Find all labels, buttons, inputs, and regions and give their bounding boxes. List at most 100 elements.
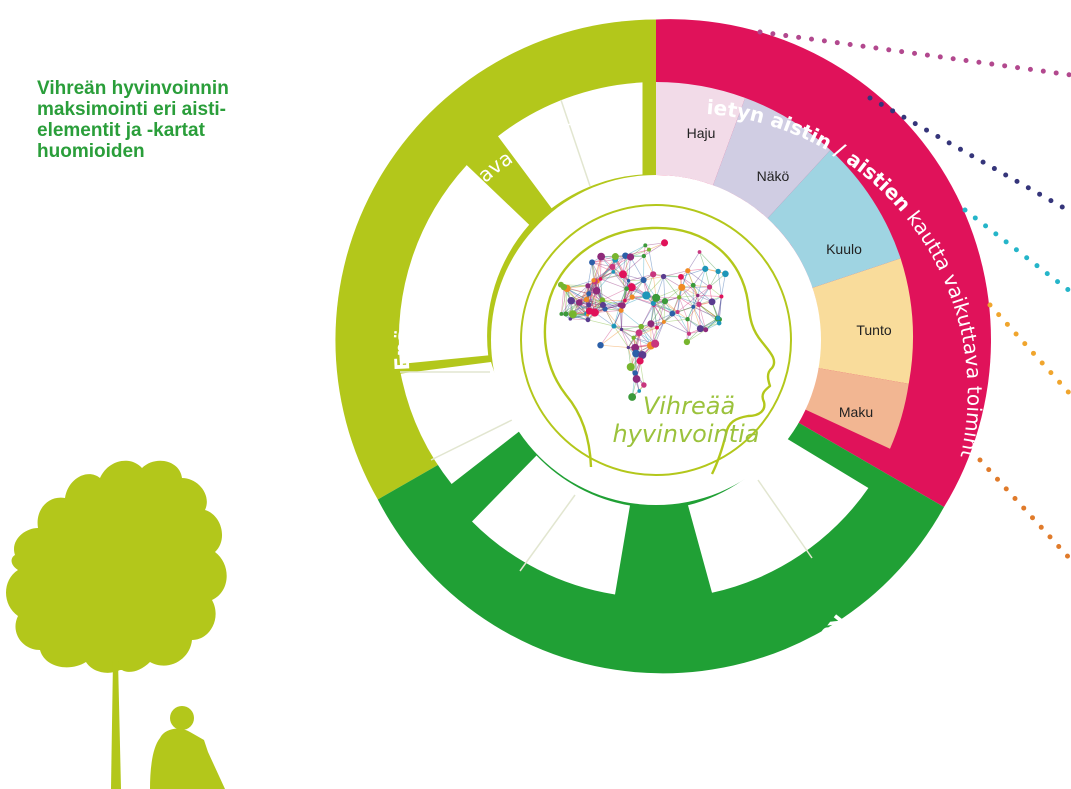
brain-link [586, 280, 594, 300]
sense-sector-nako [713, 97, 831, 219]
brain-link [672, 313, 690, 334]
brain-link [693, 306, 719, 319]
brain-node [706, 284, 713, 290]
brain-link [653, 304, 678, 313]
brain-link [680, 268, 706, 278]
brain-link [622, 274, 626, 301]
brain-node [597, 252, 606, 261]
brain-link [632, 296, 654, 304]
brain-link [566, 288, 587, 300]
indirect-cell [498, 82, 643, 209]
brain-node [597, 341, 604, 349]
brain-node [651, 339, 660, 348]
brain-link [678, 285, 694, 298]
center-label-line-2: hyvinvointia [612, 420, 759, 448]
brain-link [620, 310, 642, 327]
brain-link [717, 271, 722, 297]
brain-link [602, 299, 622, 311]
brain-node [586, 302, 592, 308]
brain-node [629, 294, 635, 300]
brain-link [591, 262, 596, 282]
brain-node [643, 243, 648, 248]
sense-sector-maku [805, 368, 909, 449]
brain-node [676, 295, 682, 300]
brain-link [652, 303, 658, 328]
brain-node [611, 323, 617, 329]
brain-link [643, 255, 654, 275]
sense-sector-tunto [812, 258, 913, 384]
brain-node [559, 312, 564, 316]
brain-link [613, 271, 627, 289]
brain-link [592, 259, 616, 263]
brain-link [613, 325, 642, 328]
brain-link [663, 276, 682, 288]
dotted-line-haju [757, 29, 1071, 78]
brain-link [698, 304, 701, 329]
brain-link [622, 255, 645, 275]
brain-link [621, 326, 642, 330]
brain-link [663, 311, 678, 323]
brain-link [677, 295, 698, 313]
indirect-empty-cells [398, 82, 643, 484]
brain-link [687, 270, 710, 288]
brain-link [693, 284, 710, 288]
brain-node [583, 296, 589, 303]
brain-link [681, 287, 694, 308]
sense-label-maku: Maku [839, 404, 873, 420]
brain-node [632, 375, 641, 383]
brain-node [661, 298, 669, 305]
brain-link [721, 273, 726, 297]
indirect-cell [398, 165, 530, 364]
brain-link [591, 262, 598, 282]
brain-link [604, 308, 622, 311]
brain-link [687, 319, 690, 334]
brain-node [591, 278, 596, 283]
brain-link [643, 276, 664, 281]
brain-link [587, 262, 593, 286]
brain-link [570, 300, 589, 321]
brain-link [697, 295, 722, 297]
sense-label-nako: Näkö [757, 168, 790, 184]
brain-link [596, 271, 614, 292]
brain-link [588, 280, 594, 305]
brain-link [612, 266, 627, 289]
holistic-cell [472, 455, 630, 595]
dotted-line-maku [977, 457, 1071, 563]
brain-node [589, 259, 596, 266]
center-label-line-1: Vihreää [643, 392, 735, 420]
brain-link [718, 296, 722, 320]
brain-link [625, 255, 629, 281]
brain-link [663, 276, 680, 298]
brain-node [702, 265, 709, 272]
brain-link [677, 304, 700, 313]
brain-node [690, 282, 696, 288]
brain-link [613, 325, 640, 334]
indirect-cell [400, 362, 527, 484]
brain-link [565, 299, 587, 315]
brain-link [632, 296, 654, 306]
brain-node [675, 309, 680, 315]
brain-node [624, 286, 629, 291]
brain-node [627, 283, 636, 292]
brain-link [596, 290, 621, 306]
holistic-empty-cells [472, 437, 869, 595]
brain-node [637, 389, 642, 393]
brain-node [641, 382, 647, 388]
brain-node [678, 283, 686, 291]
brain-node [655, 325, 659, 330]
side-title-line-2: maksimointi eri aisti- [37, 99, 227, 120]
sense-label-haju: Haju [687, 125, 716, 141]
brain-link [587, 319, 615, 327]
dotted-connector-lines [757, 29, 1071, 563]
brain-node [641, 253, 647, 259]
brain-link [639, 360, 645, 386]
brain-link [663, 318, 688, 323]
brain-link [699, 251, 719, 272]
brain-node [708, 298, 716, 306]
brain-node [678, 273, 684, 280]
brain-link [640, 304, 655, 327]
brain-node [585, 283, 591, 289]
sense-sector-haju [656, 82, 746, 186]
brain-link [646, 276, 664, 296]
brain-link [692, 285, 713, 303]
